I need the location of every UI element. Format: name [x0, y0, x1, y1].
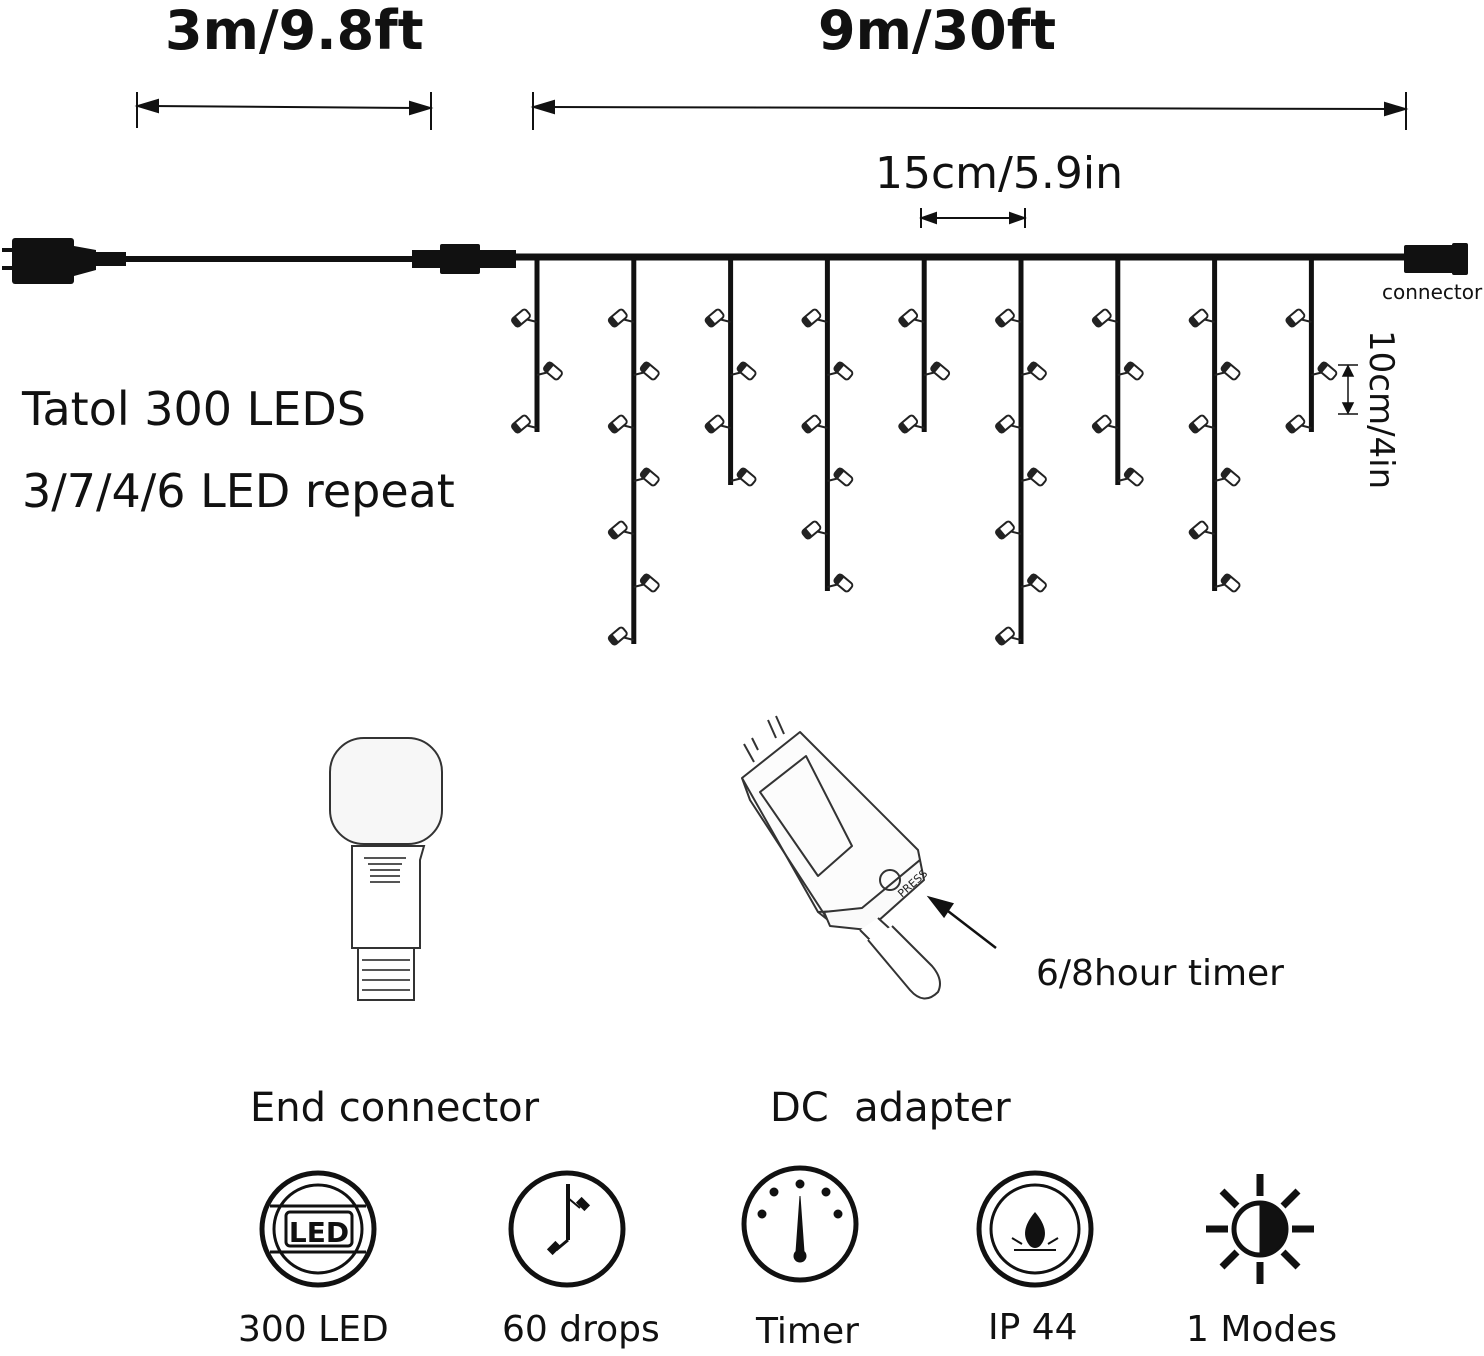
light-length-dimension [530, 92, 1409, 130]
connector-label: connector [1382, 280, 1483, 304]
led-icon-text: LED [289, 1216, 349, 1249]
inline-connector [412, 244, 516, 274]
feature-label-led: 300 LED [238, 1309, 389, 1350]
product-title: Tatol 300 LEDS [22, 382, 366, 436]
feature-label-ip44: IP 44 [988, 1307, 1078, 1348]
drop-spacing-dimension [919, 208, 1027, 228]
end-connector-illustration [329, 737, 443, 1001]
led-bulb [994, 308, 1022, 328]
led-bulb [1285, 414, 1312, 434]
led-bulb [633, 573, 660, 593]
led-icon [259, 1170, 377, 1288]
drops-icon [508, 1170, 626, 1288]
light-length: 9m/30ft [818, 0, 1057, 62]
end-connector-plug [1404, 243, 1468, 275]
led-bulb [1214, 573, 1241, 593]
led-bulb [730, 467, 757, 487]
led-bulb [1214, 467, 1241, 487]
led-bulb [898, 308, 925, 328]
feature-label-modes: 1 Modes [1186, 1309, 1338, 1350]
led-bulb [1311, 361, 1338, 381]
timer-pointer-arrow [926, 895, 997, 949]
led-bulb [607, 520, 635, 540]
led-bulb [633, 361, 660, 381]
led-repeat-pattern: 3/7/4/6 LED repeat [22, 464, 455, 518]
led-bulb [1091, 308, 1119, 328]
end-connector-title: End connector [250, 1085, 540, 1131]
feature-label-timer: Timer [756, 1311, 859, 1352]
led-bulb [801, 308, 828, 328]
led-bulb [801, 520, 828, 540]
led-bulb [1188, 308, 1215, 328]
ip44-icon [976, 1170, 1094, 1288]
timer-icon [741, 1165, 859, 1283]
led-bulb [1285, 308, 1312, 328]
led-bulb [633, 467, 660, 487]
led-bulb [510, 308, 538, 328]
led-bulb [1020, 573, 1047, 593]
led-bulb [994, 414, 1022, 434]
led-bulb [1117, 361, 1144, 381]
led-bulb [1020, 361, 1047, 381]
led-bulb [994, 520, 1022, 540]
dc-adapter-title: DC adapter [770, 1085, 1011, 1131]
led-bulb [607, 414, 635, 434]
led-bulb [1117, 467, 1144, 487]
dc-adapter-illustration [741, 715, 941, 1000]
led-bulb [827, 467, 854, 487]
led-bulb [923, 361, 951, 381]
led-bulb [1091, 414, 1119, 434]
feature-label-drops: 60 drops [502, 1309, 660, 1350]
lead-cable-dimension [134, 92, 434, 130]
sun-icon [1206, 1174, 1314, 1284]
led-bulb [536, 361, 563, 381]
drop-spacing-label: 15cm/5.9in [875, 148, 1123, 199]
led-bulb [704, 414, 731, 434]
lead-cable-length: 3m/9.8ft [165, 0, 424, 62]
led-bulb [827, 573, 854, 593]
led-bulb [510, 414, 538, 434]
led-bulb [827, 361, 854, 381]
led-bulb [607, 626, 635, 646]
drops [510, 257, 1338, 646]
led-bulb [730, 361, 757, 381]
led-bulb [704, 308, 731, 328]
led-bulb [801, 414, 828, 434]
timer-callout: 6/8hour timer [1036, 953, 1284, 994]
power-plug [2, 238, 126, 284]
led-bulb [1020, 467, 1047, 487]
bulb-spacing-label: 10cm/4in [1361, 330, 1401, 490]
led-bulb [994, 626, 1022, 646]
led-bulb [1188, 414, 1215, 434]
led-bulb [607, 308, 635, 328]
led-bulb [1214, 361, 1241, 381]
led-bulb [1188, 520, 1215, 540]
bulb-spacing-dimension [1338, 364, 1358, 415]
led-bulb [898, 414, 925, 434]
